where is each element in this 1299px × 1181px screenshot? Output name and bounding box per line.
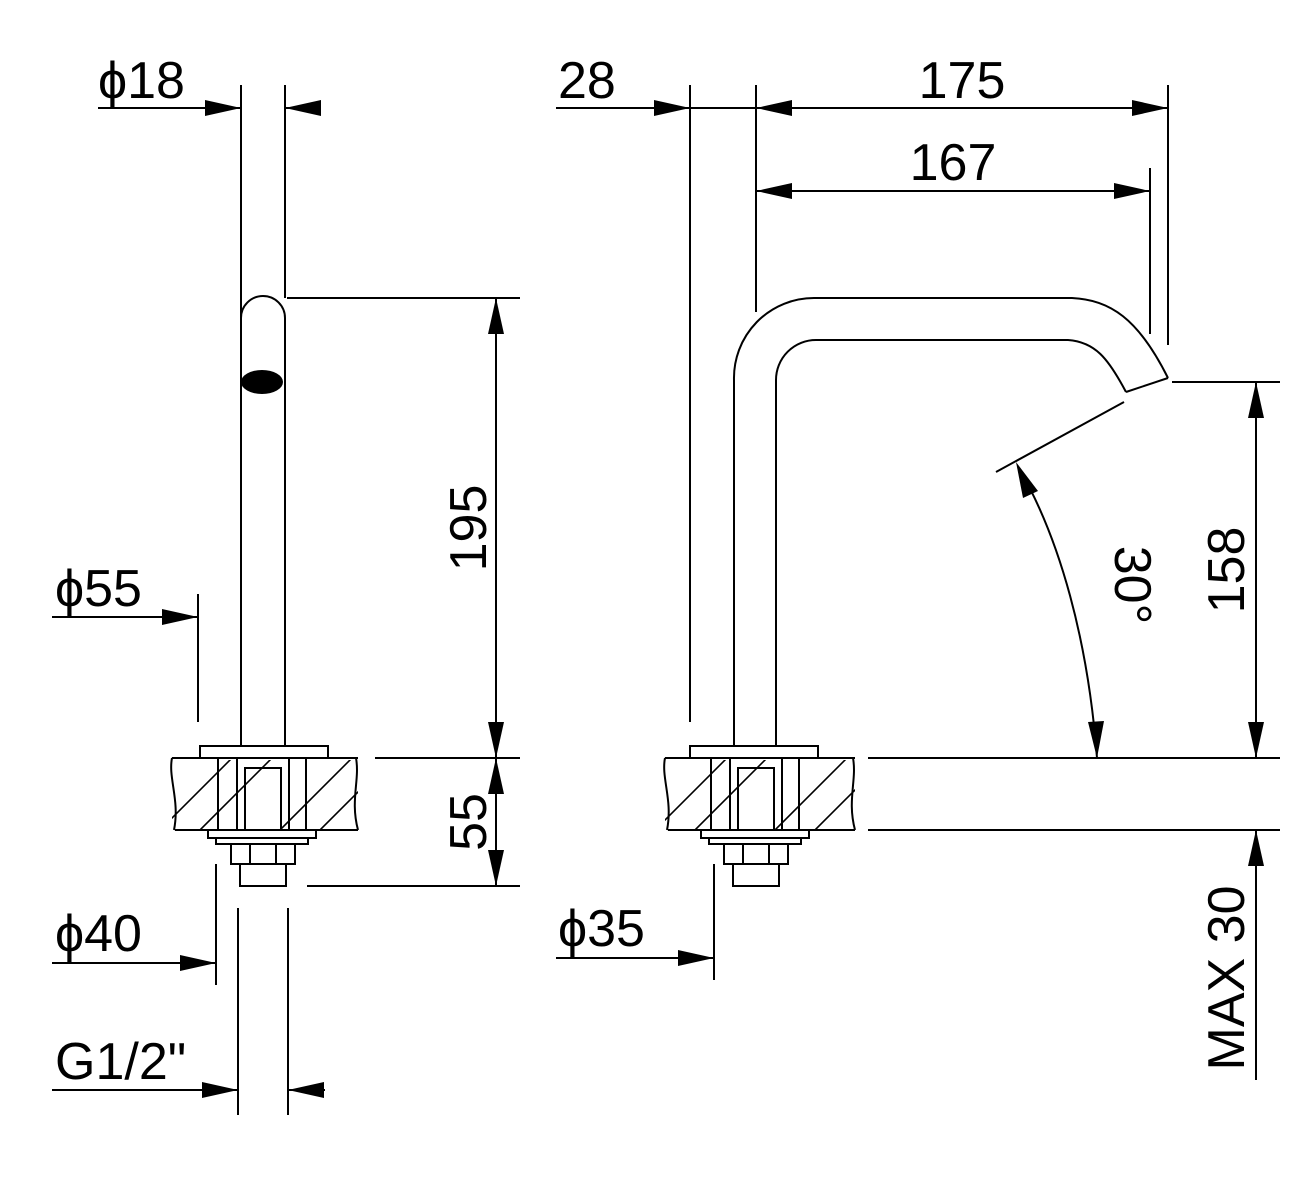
side-flange bbox=[689, 745, 819, 759]
label-175: 175 bbox=[919, 52, 1006, 110]
dim-28-175: 28 175 bbox=[556, 52, 1169, 722]
dim-d55: ϕ55 bbox=[52, 560, 199, 722]
front-countertop bbox=[170, 757, 359, 831]
dim-195: 195 bbox=[287, 297, 520, 758]
label-158: 158 bbox=[1198, 527, 1256, 614]
dim-d18: ϕ18 bbox=[98, 52, 321, 318]
side-spout-outer bbox=[732, 297, 1169, 745]
side-washer bbox=[700, 829, 810, 839]
front-tail bbox=[239, 863, 287, 887]
front-flange bbox=[199, 745, 329, 759]
label-28: 28 bbox=[558, 52, 616, 110]
side-view: 28 175 167 30° 158 bbox=[556, 52, 1280, 1080]
side-spout-tip bbox=[1125, 377, 1169, 393]
dim-g12: G1/2" bbox=[52, 908, 325, 1115]
label-195: 195 bbox=[440, 485, 498, 572]
label-d40: ϕ40 bbox=[55, 905, 142, 963]
front-spout-body bbox=[240, 295, 286, 745]
front-washer bbox=[207, 829, 317, 839]
front-aerator-mark bbox=[241, 370, 283, 394]
dim-158: 158 bbox=[868, 381, 1280, 759]
front-nut bbox=[230, 843, 296, 865]
dim-167: 167 bbox=[756, 134, 1151, 334]
label-55: 55 bbox=[440, 793, 498, 851]
label-30deg: 30° bbox=[1103, 546, 1161, 625]
side-spout-inner bbox=[775, 339, 1127, 745]
dim-angle-30: 30° bbox=[995, 401, 1161, 759]
label-max30: MAX 30 bbox=[1198, 886, 1256, 1071]
label-g12: G1/2" bbox=[55, 1033, 186, 1091]
side-nut bbox=[723, 843, 789, 865]
dim-d40: ϕ40 bbox=[52, 864, 217, 985]
label-167: 167 bbox=[910, 134, 997, 192]
dim-d35: ϕ35 bbox=[556, 864, 715, 980]
label-d35: ϕ35 bbox=[558, 900, 645, 958]
side-tail bbox=[732, 863, 780, 887]
side-countertop bbox=[663, 757, 856, 831]
front-view: ϕ18 195 55 ϕ55 bbox=[52, 52, 520, 1115]
label-d18: ϕ18 bbox=[98, 52, 185, 110]
dim-55: 55 bbox=[307, 757, 520, 887]
dim-max30: MAX 30 bbox=[868, 829, 1280, 1080]
label-d55: ϕ55 bbox=[55, 560, 142, 618]
